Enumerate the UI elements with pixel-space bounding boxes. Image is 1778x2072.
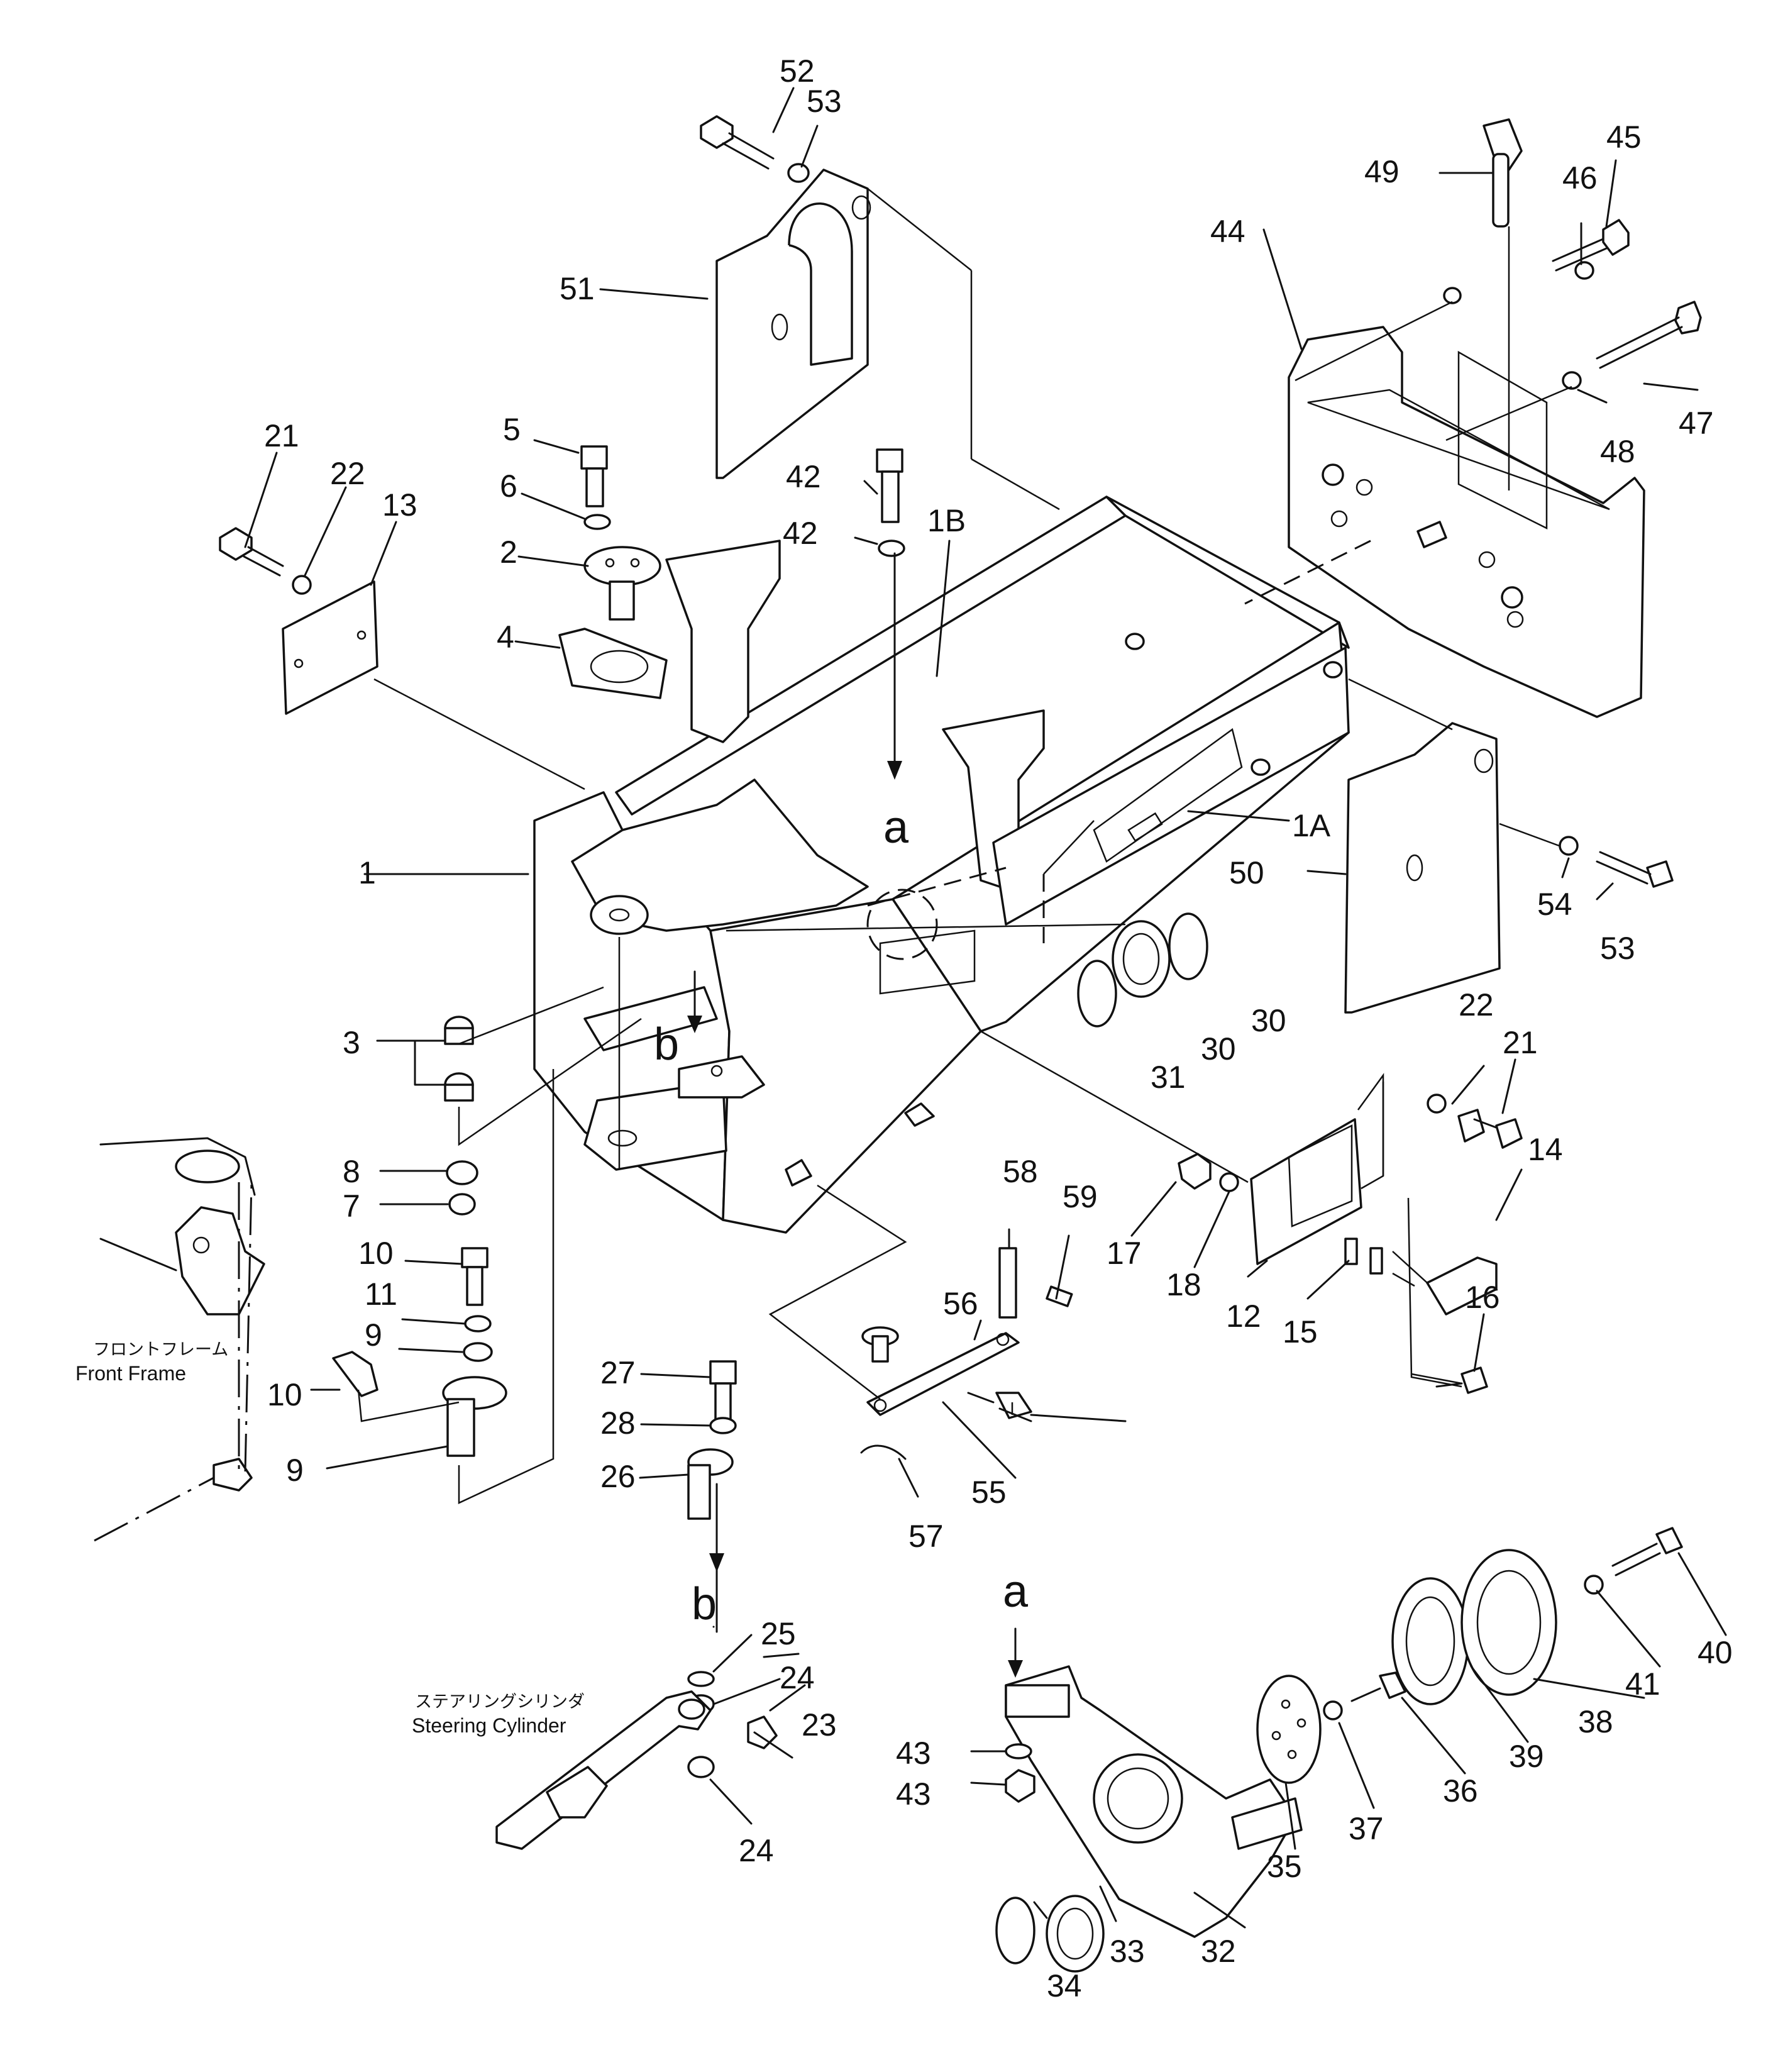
callout-12: 10 — [358, 1236, 394, 1271]
callout-5: 5 — [503, 412, 521, 447]
callout-38: 39 — [1509, 1739, 1544, 1774]
o-ring-30b — [1077, 960, 1117, 1028]
callout-24-bottom: 24 — [739, 1833, 774, 1868]
view-marker-a-top: a — [883, 802, 909, 853]
callout-31: 32 — [1201, 1934, 1236, 1969]
side-plate-right — [1344, 722, 1501, 1014]
callout-40: 41 — [1625, 1666, 1660, 1702]
callout-22-left: 22 — [330, 456, 365, 491]
callout-48: 48 — [1600, 434, 1635, 469]
steering-cylinder-caption-jp: ステアリングシリンダ — [415, 1692, 585, 1712]
pivot-bracket — [1005, 1665, 1303, 1938]
view-marker-b-bottom: b — [692, 1579, 717, 1629]
callout-25: 25 — [761, 1616, 796, 1651]
callout-10: 10 — [267, 1377, 302, 1412]
callout-11: 9 — [365, 1317, 382, 1353]
callout-13: 11 — [365, 1277, 397, 1312]
callout-32: 33 — [1110, 1934, 1145, 1969]
callout-39: 40 — [1698, 1635, 1733, 1670]
callout-1B: 1B — [927, 503, 966, 538]
callout-1A: 1A — [1292, 808, 1331, 843]
callout-30-left: 31 — [1151, 1060, 1186, 1095]
callout-28: 28 — [600, 1405, 636, 1441]
o-ring-30a — [1168, 912, 1208, 980]
callout-19: 17 — [1107, 1236, 1142, 1271]
callout-53-right: 54 — [1537, 887, 1572, 922]
callout-37: 38 — [1578, 1704, 1613, 1739]
callout-34: 35 — [1267, 1849, 1302, 1884]
callout-30-right: 30 — [1251, 1003, 1286, 1038]
callout-51: 51 — [560, 271, 595, 306]
callout-43: 43 — [896, 1776, 931, 1812]
callout-21-right: 21 — [1503, 1025, 1538, 1060]
front-frame-caption-jp: フロントフレーム — [93, 1340, 228, 1360]
callout-14: 12 — [1226, 1299, 1261, 1334]
cap-37 — [1460, 1549, 1557, 1696]
retainer-34 — [1256, 1675, 1322, 1784]
front-frame-caption-en: Front Frame — [75, 1362, 186, 1385]
callout-56: 57 — [908, 1519, 944, 1554]
callout-23: 23 — [802, 1707, 837, 1742]
callout-55: 56 — [943, 1286, 978, 1321]
callout-54: 55 — [971, 1475, 1007, 1510]
callout-36: 37 — [1349, 1811, 1384, 1846]
callout-4: 4 — [497, 619, 514, 655]
callout-2: 2 — [500, 535, 517, 570]
leader-lines — [244, 87, 1727, 1929]
bushing-32 — [1046, 1895, 1105, 1973]
callout-57: 58 — [1003, 1154, 1038, 1189]
callout-27: 27 — [600, 1355, 636, 1390]
shim-38 — [1391, 1577, 1469, 1705]
callout-7: 7 — [343, 1188, 360, 1224]
callout-58: 59 — [1063, 1179, 1098, 1214]
callout-6: 6 — [500, 468, 517, 504]
callout-labels: 52 53 51 49 46 45 44 47 48 21 22 13 5 6 … — [264, 53, 1733, 2003]
bushing-29 — [1112, 920, 1171, 998]
callout-49: 49 — [1364, 154, 1400, 189]
callout-52-top: 52 — [780, 53, 815, 89]
callout-42-bottom: 43 — [896, 1736, 931, 1771]
callout-44: 44 — [1210, 214, 1245, 249]
callout-1: 1 — [358, 855, 376, 890]
steering-cylinder-partial — [495, 1690, 712, 1850]
small-parts — [219, 115, 1702, 1803]
callout-50: 50 — [1229, 855, 1264, 890]
callout-22-right: 22 — [1459, 987, 1494, 1022]
front-frame-partial — [94, 1137, 265, 1542]
side-plate-left — [715, 169, 871, 479]
counterweight — [1288, 326, 1645, 718]
callout-9: 9 — [286, 1453, 304, 1488]
steering-cylinder-caption-en: Steering Cylinder — [412, 1714, 566, 1737]
callout-3: 3 — [343, 1025, 360, 1060]
callout-45: 45 — [1606, 119, 1642, 155]
callout-17: 15 — [1283, 1314, 1318, 1349]
callout-42-top: 42 — [783, 516, 818, 551]
callout-41: 42 — [786, 459, 821, 494]
callout-24-top: 24 — [780, 1660, 815, 1695]
o-ring-33 — [995, 1897, 1035, 1964]
view-marker-a-bottom: a — [1003, 1566, 1029, 1617]
rear-frame — [533, 496, 1350, 1234]
callout-20: 18 — [1166, 1267, 1201, 1302]
callout-53-top: 53 — [807, 84, 842, 119]
callout-47: 47 — [1679, 406, 1714, 441]
callout-35: 36 — [1443, 1773, 1478, 1809]
callout-29: 30 — [1201, 1031, 1236, 1066]
callout-33: 34 — [1047, 1968, 1082, 2003]
callout-21-left: 21 — [264, 418, 299, 453]
callout-8: 8 — [343, 1154, 360, 1189]
callout-15: 13 — [382, 487, 417, 523]
callout-46: 46 — [1562, 160, 1598, 196]
callout-26: 26 — [600, 1459, 636, 1494]
view-marker-b-top: b — [654, 1019, 679, 1070]
callout-18: 16 — [1465, 1280, 1500, 1315]
captions: フロントフレーム Front Frame ステアリングシリンダ Steering… — [75, 1340, 585, 1737]
callout-16: 14 — [1528, 1132, 1563, 1167]
callout-52-right: 53 — [1600, 931, 1635, 966]
